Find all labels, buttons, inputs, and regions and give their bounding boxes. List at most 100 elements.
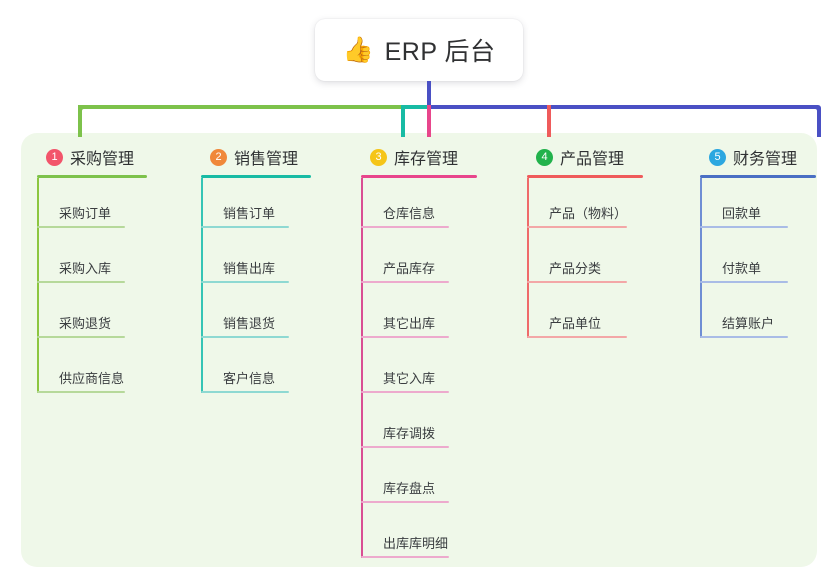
column-underline [37, 175, 147, 178]
leaf-label: 供应商信息 [59, 371, 125, 386]
leaf-underline [361, 391, 449, 393]
column-header-4[interactable]: 4 产品管理 [527, 145, 624, 169]
leaf-label: 回款单 [722, 206, 762, 221]
leaf-underline [361, 226, 449, 228]
column-badge: 3 [370, 148, 387, 166]
leaf-underline [201, 226, 289, 228]
connector-bar-green [78, 105, 401, 109]
leaf-underline [37, 391, 125, 393]
connector-drop-3 [427, 105, 431, 137]
connector-drop-5 [817, 109, 821, 137]
root-node[interactable]: 👍 ERP 后台 [315, 19, 523, 81]
leaf-label: 产品分类 [549, 261, 602, 276]
column-underline [700, 175, 816, 178]
leaf-label: 其它出库 [383, 316, 436, 331]
column-title: 销售管理 [234, 151, 299, 168]
column-财务管理: 5 财务管理回款单付款单结算账户 [700, 145, 816, 338]
connector-drop-1 [78, 105, 82, 137]
column-header-5[interactable]: 5 财务管理 [700, 145, 797, 169]
column-header-3[interactable]: 3 库存管理 [361, 145, 458, 169]
leaf-underline [700, 281, 788, 283]
column-underline [361, 175, 477, 178]
leaf-item[interactable]: 采购订单 [37, 188, 125, 228]
leaf-item[interactable]: 结算账户 [700, 298, 788, 338]
columns-panel [21, 133, 817, 567]
column-采购管理: 1 采购管理采购订单采购入库采购退货供应商信息 [37, 145, 147, 393]
leaf-underline [527, 281, 627, 283]
leaf-item[interactable]: 付款单 [700, 243, 788, 283]
leaf-underline [37, 226, 125, 228]
leaf-item[interactable]: 产品（物料） [527, 188, 627, 228]
leaf-label: 仓库信息 [383, 206, 436, 221]
leaf-label: 其它入库 [383, 371, 436, 386]
leaf-item[interactable]: 采购入库 [37, 243, 125, 283]
column-badge: 1 [46, 148, 63, 166]
leaf-underline [527, 336, 627, 338]
root-title: ERP 后台 [384, 38, 496, 66]
leaf-label: 采购订单 [59, 206, 112, 221]
leaf-label: 结算账户 [722, 316, 775, 331]
leaf-label: 库存调拨 [383, 426, 436, 441]
connector-bar-indigo-right [721, 105, 821, 109]
leaf-item[interactable]: 采购退货 [37, 298, 125, 338]
leaf-item[interactable]: 回款单 [700, 188, 788, 228]
column-title: 采购管理 [70, 151, 135, 168]
leaf-label: 销售退货 [223, 316, 276, 331]
column-title: 财务管理 [733, 151, 798, 168]
leaf-item[interactable]: 供应商信息 [37, 353, 125, 393]
column-库存管理: 3 库存管理仓库信息产品库存其它出库其它入库库存调拨库存盘点出库库明细 [361, 145, 477, 558]
column-spine [201, 178, 203, 393]
column-title: 产品管理 [560, 151, 625, 168]
leaf-item[interactable]: 仓库信息 [361, 188, 449, 228]
leaf-underline [201, 336, 289, 338]
leaf-item[interactable]: 销售退货 [201, 298, 289, 338]
leaf-item[interactable]: 其它入库 [361, 353, 449, 393]
leaf-underline [361, 336, 449, 338]
leaf-item[interactable]: 库存调拨 [361, 408, 449, 448]
column-spine [37, 178, 39, 393]
column-badge: 4 [536, 148, 553, 166]
leaf-item[interactable]: 出库库明细 [361, 518, 449, 558]
column-title: 库存管理 [394, 151, 459, 168]
connector-drop-2 [401, 105, 405, 137]
leaf-underline [700, 336, 788, 338]
connector-bar-indigo [427, 105, 721, 109]
leaf-label: 销售出库 [223, 261, 276, 276]
leaf-underline [361, 556, 449, 558]
leaf-item[interactable]: 产品单位 [527, 298, 627, 338]
column-header-1[interactable]: 1 采购管理 [37, 145, 134, 169]
leaf-item[interactable]: 客户信息 [201, 353, 289, 393]
leaf-label: 付款单 [722, 261, 762, 276]
leaf-item[interactable]: 销售订单 [201, 188, 289, 228]
leaf-underline [361, 501, 449, 503]
column-spine [527, 178, 529, 338]
column-badge: 5 [709, 148, 726, 166]
column-spine [700, 178, 702, 338]
connector-root-stem [427, 81, 431, 107]
leaf-underline [361, 281, 449, 283]
leaf-label: 产品（物料） [549, 206, 628, 221]
thumbs-up-icon: 👍 [342, 35, 374, 64]
leaf-label: 采购入库 [59, 261, 112, 276]
leaf-label: 库存盘点 [383, 481, 436, 496]
leaf-underline [201, 281, 289, 283]
leaf-underline [361, 446, 449, 448]
leaf-item[interactable]: 销售出库 [201, 243, 289, 283]
leaf-underline [37, 281, 125, 283]
leaf-label: 产品库存 [383, 261, 436, 276]
leaf-item[interactable]: 产品分类 [527, 243, 627, 283]
leaf-label: 出库库明细 [383, 536, 449, 551]
leaf-item[interactable]: 库存盘点 [361, 463, 449, 503]
connector-drop-4 [547, 105, 551, 137]
connector-bar-teal [401, 105, 427, 109]
column-underline [527, 175, 643, 178]
leaf-underline [700, 226, 788, 228]
column-产品管理: 4 产品管理产品（物料） 产品分类产品单位 [527, 145, 643, 338]
leaf-underline [201, 391, 289, 393]
leaf-underline [37, 336, 125, 338]
leaf-item[interactable]: 产品库存 [361, 243, 449, 283]
leaf-item[interactable]: 其它出库 [361, 298, 449, 338]
